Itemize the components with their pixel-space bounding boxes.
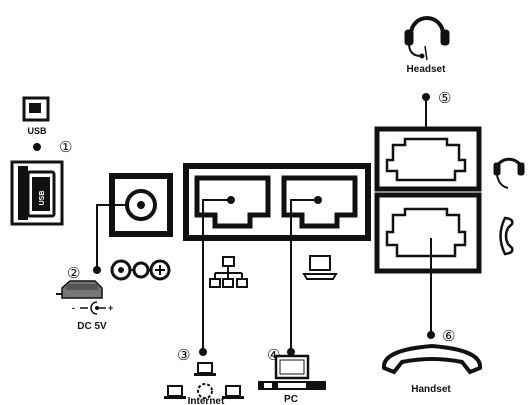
headset-label: Headset (407, 64, 447, 75)
usb-stick-label: USB (39, 191, 46, 206)
pc-label: PC (284, 394, 298, 405)
usb-label: USB (27, 126, 47, 136)
headset-port-panel (374, 126, 482, 192)
callout-5: ⑤ (438, 89, 451, 107)
computer-icon (258, 354, 326, 390)
headset-icon (404, 16, 450, 61)
power-adapter-icon (56, 280, 103, 299)
ethernet-ports-panel (183, 163, 371, 241)
headset-side-icon (493, 157, 525, 189)
internet-network-icon (164, 362, 244, 399)
usb-callout-dot (33, 143, 41, 151)
callout-1: ① (59, 138, 72, 156)
internet-label: Internet (188, 396, 225, 405)
handset-icon (382, 343, 482, 375)
handset-port-panel (374, 192, 482, 274)
usb-flash-drive-icon (22, 96, 50, 122)
network-topology-icon (209, 256, 248, 288)
svg-text:+: + (108, 303, 113, 313)
dc-connector-symbol: + - (72, 301, 113, 315)
usb-port-panel (10, 160, 64, 226)
dc-polarity-icon (110, 259, 171, 281)
svg-text:-: - (72, 303, 75, 313)
callout-3: ③ (177, 346, 190, 364)
handset-side-icon (499, 216, 514, 256)
handset-label: Handset (411, 384, 451, 395)
handset-callout-dot (427, 331, 435, 339)
callout-2: ② (67, 264, 80, 282)
dc-label: DC 5V (77, 321, 107, 332)
laptop-icon (302, 255, 338, 280)
callout-6: ⑥ (442, 327, 455, 345)
